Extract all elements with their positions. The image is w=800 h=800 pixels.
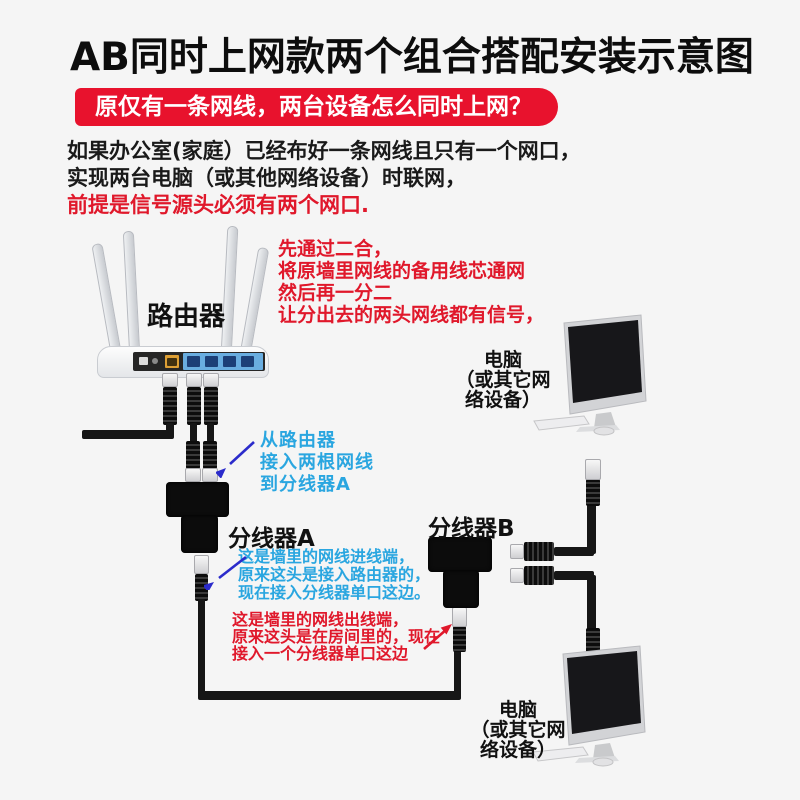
- wall-out-annotation: 这是墙里的网线出线端， 原来这头是在房间里的，现在 接入一个分线器单口这边: [232, 611, 440, 662]
- lan-cable: [190, 423, 197, 444]
- wall-in-annotation: 这是墙里的网线进线端， 原来这头是接入路由器的， 现在接入分线器单口这边。: [238, 548, 430, 602]
- feed-annotation-line-3: 到分线器A: [260, 474, 351, 495]
- wall-out-annotation-line-2: 原来这头是在房间里的，现在: [232, 627, 441, 646]
- rj45-plug-tip: [510, 568, 524, 583]
- router-wan-port: [165, 355, 179, 368]
- computer-bottom-label-line-3: 络设备）: [479, 739, 556, 761]
- rj45-plug-body: [195, 574, 208, 601]
- rj45-plug-body: [204, 387, 218, 425]
- rj45-plug-tip: [162, 373, 178, 387]
- rj45-plug-body: [524, 542, 554, 561]
- monitor-stand: [594, 412, 616, 428]
- computer-bottom-illustration: [532, 645, 646, 767]
- rj45-plug-body: [524, 566, 554, 585]
- keyboard: [533, 415, 590, 431]
- wall-in-annotation-line-3: 现在接入分线器单口这边。: [238, 583, 431, 602]
- wall-out-annotation-line-3: 接入一个分线器单口这边: [232, 644, 409, 663]
- router-annotation-line-3: 然后再一分二: [278, 282, 393, 304]
- splitter-b-label: 分线器B: [428, 516, 515, 542]
- computer-top-label-line-2: （或其它网: [455, 369, 551, 391]
- rj45-plug-tip: [194, 555, 209, 574]
- rj45-plug-body: [163, 387, 177, 425]
- rj45-plug-body: [586, 628, 600, 653]
- rj45-plug-body: [187, 387, 201, 425]
- router-wan-port-hole: [167, 358, 177, 366]
- router-annotation-line-4: 让分出去的两头网线都有信号，: [278, 304, 545, 326]
- splitter-a-stem: [181, 515, 218, 553]
- computer-bottom-label: 电脑 （或其它网 络设备）: [468, 700, 568, 760]
- feed-annotation: 从路由器 接入两根网线 到分线器A: [260, 430, 374, 496]
- arrow-to-splitter-a-icon: [216, 441, 255, 478]
- router-annotation: 先通过二合， 将原墙里网线的备用线芯通网 然后再一分二 让分出去的两头网线都有信…: [278, 238, 544, 326]
- patch-cable-1-vertical: [587, 504, 596, 554]
- intro-line-2: 实现两台电脑（或其他网络设备）时联网，: [67, 166, 466, 190]
- page-title: AB同时上网款两个组合搭配安装示意图: [70, 35, 754, 80]
- wall-out-annotation-line-1: 这是墙里的网线出线端，: [232, 610, 409, 629]
- router-lan-port: [241, 356, 254, 367]
- monitor-screen: [567, 651, 641, 734]
- computer-bottom-label-line-1: 电脑: [498, 699, 537, 721]
- wall-cable-bottom-run: [198, 691, 461, 700]
- splitter-b-stem: [443, 570, 479, 608]
- feed-annotation-line-1: 从路由器: [260, 430, 336, 451]
- wall-in-annotation-line-1: 这是墙里的网线进线端，: [238, 547, 415, 566]
- patch-cable-2-vertical: [587, 575, 596, 630]
- intro-line-3: 前提是信号源头必须有两个网口.: [67, 193, 369, 217]
- router-lan-port: [187, 356, 200, 367]
- rj45-plug-body: [186, 441, 200, 469]
- splitter-a-body: [166, 482, 229, 517]
- rj45-plug-body: [586, 479, 600, 506]
- wan-cable-horizontal: [82, 430, 174, 439]
- mouse: [593, 426, 615, 436]
- arrow-to-splitter-b-port-icon: [423, 624, 452, 650]
- rj45-plug-tip: [203, 373, 219, 387]
- splitter-b-body: [428, 537, 492, 572]
- rj45-plug-body: [203, 441, 217, 469]
- computer-top-label: 电脑 （或其它网 络设备）: [453, 350, 553, 410]
- router-lan-panel: [183, 353, 263, 370]
- router-annotation-line-1: 先通过二合，: [278, 238, 393, 260]
- wall-in-annotation-line-2: 原来这头是接入路由器的，: [238, 565, 431, 584]
- rj45-plug-tip: [186, 373, 202, 387]
- computer-top-label-line-3: 络设备）: [464, 389, 541, 411]
- question-banner: 原仅有一条网线，两台设备怎么同时上网？: [75, 88, 558, 126]
- router-antenna-icon: [239, 246, 270, 356]
- intro-text: 如果办公室(家庭）已经布好一条网线且只有一个网口， 实现两台电脑（或其他网络设备…: [67, 138, 581, 219]
- patch-cable-2-horizontal: [554, 571, 594, 580]
- router-annotation-line-2: 将原墙里网线的备用线芯通网: [278, 260, 526, 282]
- monitor-screen: [568, 320, 642, 403]
- intro-line-1: 如果办公室(家庭）已经布好一条网线且只有一个网口，: [67, 139, 581, 163]
- router-lan-port: [223, 356, 236, 367]
- feed-annotation-line-2: 接入两根网线: [260, 452, 374, 473]
- rj45-plug-tip: [585, 459, 601, 480]
- rj45-plug-body: [453, 626, 466, 652]
- rj45-plug-tip: [185, 468, 201, 482]
- computer-bottom-label-line-2: （或其它网: [470, 719, 566, 741]
- splitter-a-label: 分线器A: [228, 526, 315, 552]
- rj45-plug-tip: [510, 544, 524, 559]
- wall-cable-left-leg: [198, 599, 205, 696]
- router-label: 路由器: [147, 302, 226, 332]
- computer-top-illustration: [533, 314, 647, 436]
- wall-cable-right-leg: [454, 650, 461, 696]
- monitor-stand: [593, 743, 615, 759]
- patch-cable-1-horizontal: [554, 547, 594, 556]
- lan-cable: [207, 423, 214, 444]
- arrow-to-splitter-a-port-icon: [204, 555, 247, 590]
- router-lan-port: [205, 356, 218, 367]
- router-port-panel: [133, 352, 265, 371]
- router-antenna-icon: [91, 242, 122, 356]
- keyboard: [532, 746, 589, 762]
- computer-top-label-line-1: 电脑: [483, 349, 522, 371]
- mouse: [592, 757, 614, 767]
- router-antenna-icon: [220, 225, 239, 356]
- router-reset-button: [152, 358, 158, 364]
- router-antenna-icon: [122, 230, 141, 356]
- router-power-port: [139, 357, 148, 365]
